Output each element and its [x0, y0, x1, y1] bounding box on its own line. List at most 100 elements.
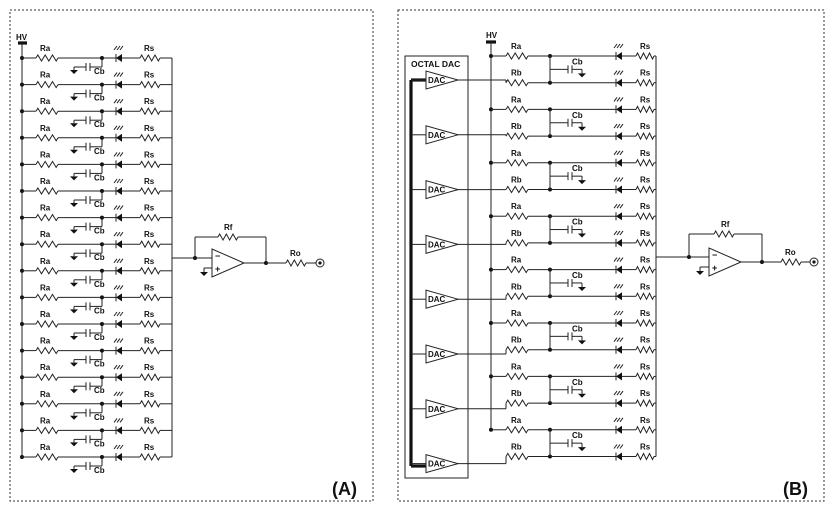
photodiode-icon [616, 425, 622, 434]
photodiode-icon-light-arrow [113, 125, 118, 131]
ra-label: Ra [40, 390, 51, 399]
ra-label: Ra [40, 337, 51, 346]
photodiode-icon [616, 399, 622, 408]
photodiode-icon-light-arrow [619, 390, 624, 396]
dac-buffer-icon [425, 179, 460, 200]
photodiode-icon-light-arrow [113, 178, 118, 184]
photodiode-icon-light-arrow [616, 230, 621, 236]
rb-label: Rb [511, 122, 522, 131]
photodiode-icon-light-arrow [616, 444, 621, 449]
ground-icon [70, 282, 78, 287]
resistor-rs [635, 51, 655, 61]
photodiode-icon-light-arrow [616, 283, 621, 289]
photodiode-icon [616, 158, 622, 167]
photodiode-icon-light-arrow [113, 364, 118, 370]
ground-icon [578, 126, 586, 131]
rs-label: Rs [144, 177, 155, 186]
ground-icon [578, 233, 586, 238]
photodiode-icon [116, 80, 122, 89]
photodiode-icon-light-arrow [113, 418, 118, 423]
ra-label: Ra [40, 177, 51, 186]
ground-icon [70, 70, 78, 74]
hv-label: HV [16, 33, 28, 42]
photodiode-icon-light-arrow [116, 98, 121, 104]
ra-label: Ra [40, 97, 51, 106]
ground-icon [70, 176, 78, 181]
photodiode-icon-light-arrow [116, 444, 121, 450]
photodiode-icon-light-arrow [119, 231, 124, 237]
dac-buffer-icon [425, 453, 460, 474]
photodiode-icon-light-arrow [116, 231, 121, 237]
photodiode-icon-light-arrow [116, 311, 121, 317]
resistor-rs [635, 105, 655, 114]
resistor-rs [139, 213, 161, 222]
cb-label: Cb [572, 378, 583, 387]
resistor-ra [35, 399, 59, 408]
rs-label: Rs [144, 257, 155, 266]
rs-label: Rs [640, 416, 651, 425]
photodiode-icon-light-arrow [116, 258, 121, 264]
photodiode-icon-light-arrow [113, 72, 118, 77]
cb-label: Cb [572, 57, 583, 66]
resistor-rs [139, 319, 161, 329]
photodiode-icon-light-arrow [616, 337, 621, 343]
resistor-rs [139, 80, 161, 89]
photodiode-icon-light-arrow [119, 444, 124, 450]
photodiode-icon-light-arrow [119, 338, 124, 343]
dac-buffer-icon-label: DAC [428, 131, 446, 140]
photodiode-icon-light-arrow [619, 177, 624, 182]
rs-label: Rs [640, 256, 651, 265]
panel-b-frame [397, 9, 825, 502]
ra-label: Ra [40, 124, 51, 133]
opamp-icon-minus: − [712, 250, 717, 260]
photodiode-icon [116, 346, 122, 355]
octal-dac-box [404, 55, 469, 479]
photodiode-icon-light-arrow [119, 205, 124, 210]
photodiode-icon [116, 160, 122, 169]
resistor-rb [505, 345, 529, 354]
photodiode-icon-light-arrow [616, 97, 621, 102]
resistor-ra [505, 319, 529, 327]
rb-label: Rb [511, 69, 522, 78]
photodiode-icon-light-arrow [613, 43, 618, 49]
rs-label: Rs [144, 363, 155, 372]
ra-label: Ra [40, 443, 51, 452]
photodiode-icon [116, 213, 122, 222]
photodiode-icon-light-arrow [613, 203, 618, 209]
photodiode-icon-light-arrow [119, 285, 124, 290]
photodiode-icon [116, 453, 122, 461]
dac-buffer-icon [425, 289, 460, 309]
cb-label: Cb [94, 227, 105, 236]
photodiode-icon-light-arrow [619, 203, 624, 209]
cb-label: Cb [94, 306, 105, 315]
resistor-rs [139, 373, 161, 382]
octal-dac-label: OCTAL DAC [411, 59, 460, 69]
rb-label: Rb [511, 176, 522, 185]
ground-icon [578, 447, 586, 452]
rs-label: Rs [144, 44, 155, 53]
ground-icon [578, 393, 586, 398]
resistor-rb [505, 399, 529, 408]
photodiode-icon-light-arrow [119, 72, 124, 77]
resistor-rs [635, 345, 655, 354]
ra-label: Ra [40, 204, 51, 213]
rs-label: Rs [144, 416, 155, 425]
photodiode-icon-light-arrow [116, 364, 121, 370]
photodiode-icon [116, 399, 122, 408]
ground-icon [70, 362, 78, 367]
photodiode-icon-light-arrow [619, 230, 624, 236]
opamp-icon-plus: + [215, 264, 220, 274]
photodiode-icon-light-arrow [613, 97, 618, 102]
ra-label: Ra [511, 42, 522, 51]
photodiode-icon-light-arrow [616, 310, 621, 316]
photodiode-icon-light-arrow [613, 417, 618, 423]
cb-label: Cb [572, 431, 583, 440]
ra-label: Ra [40, 257, 51, 266]
photodiode-icon-light-arrow [119, 178, 124, 184]
resistor-rb [505, 185, 529, 194]
resistor-rs [635, 212, 655, 221]
photodiode-icon [116, 240, 122, 249]
resistor-rs [139, 133, 161, 142]
photodiode-icon-light-arrow [613, 444, 618, 449]
